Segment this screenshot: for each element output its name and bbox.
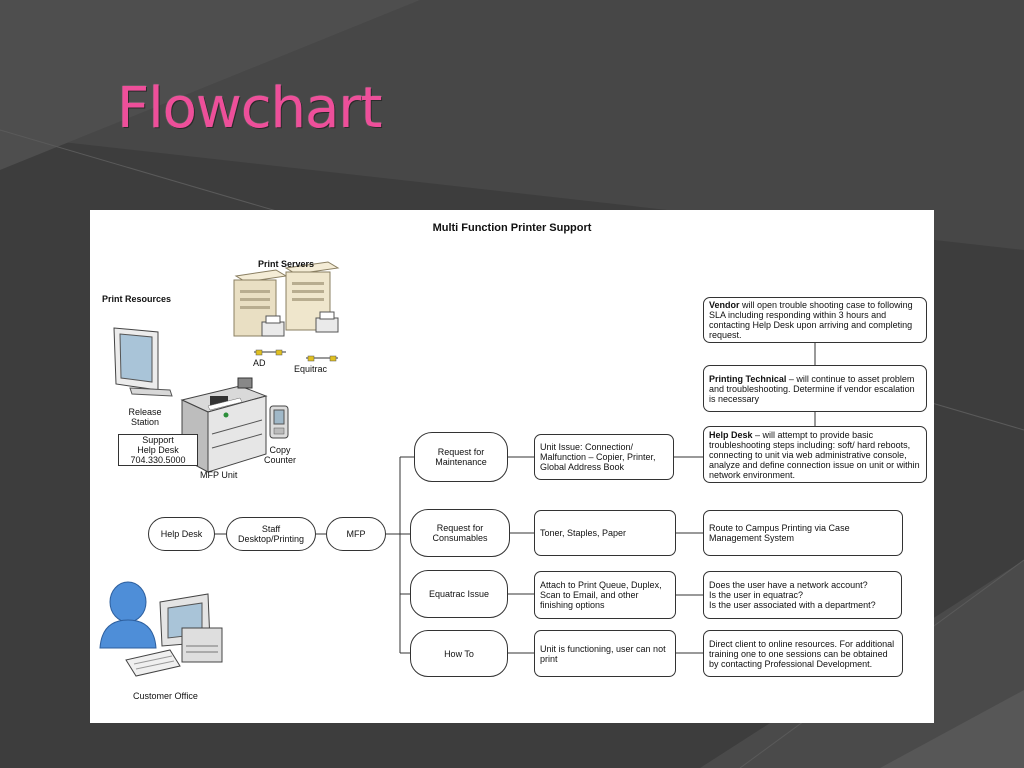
node-equatrac-issue: Equatrac Issue [410, 570, 508, 618]
support-help-desk: Help Desk [137, 445, 179, 455]
server-equitrac-label: Equitrac [294, 364, 328, 374]
release-station-monitor-icon [113, 327, 173, 397]
node-staff-desktop-printing: Staff Desktop/Printing [226, 517, 316, 551]
copy-counter-icon [269, 405, 289, 439]
print-resources-label: Print Resources [102, 294, 172, 304]
node-how-to: How To [410, 630, 508, 677]
issue-toner-staples-paper: Toner, Staples, Paper [534, 510, 676, 556]
issue-equatrac-options: Attach to Print Queue, Duplex, Scan to E… [534, 571, 676, 619]
action-vendor: Vendor will open trouble shooting case t… [703, 297, 927, 343]
release-station-label: Release Station [128, 407, 162, 427]
action-network-account-questions: Does the user have a network account? Is… [703, 571, 902, 619]
print-servers-label: Print Servers [258, 259, 315, 269]
server-ad-label: AD [253, 358, 266, 368]
action-online-resources: Direct client to online resources. For a… [703, 630, 903, 677]
print-server-icon [233, 261, 340, 362]
diagram-title: Multi Function Printer Support [432, 222, 592, 234]
support-phone: 704.330.5000 [130, 455, 186, 465]
action-help-desk: Help Desk – will attempt to provide basi… [703, 426, 927, 483]
copy-counter-label: Copy Counter [263, 445, 297, 465]
mfp-unit-label: MFP Unit [200, 470, 238, 480]
action-campus-printing: Route to Campus Printing via Case Manage… [703, 510, 903, 556]
node-help-desk: Help Desk [148, 517, 215, 551]
customer-office-icon [99, 581, 223, 677]
issue-unit-malfunction: Unit Issue: Connection/ Malfunction – Co… [534, 434, 674, 480]
support-contact-box: Support Help Desk 704.330.5000 [118, 434, 198, 466]
issue-cannot-print: Unit is functioning, user can not print [534, 630, 676, 677]
action-printing-technical: Printing Technical – will continue to as… [703, 365, 927, 412]
node-request-maintenance: Request for Maintenance [414, 432, 508, 482]
flowchart-panel: Multi Function Printer Support Print Res… [90, 210, 934, 723]
node-request-consumables: Request for Consumables [410, 509, 510, 557]
customer-office-label: Customer Office [133, 691, 198, 701]
slide-title: Flowchart [117, 76, 382, 141]
support-label: Support [142, 435, 174, 445]
node-mfp: MFP [326, 517, 386, 551]
